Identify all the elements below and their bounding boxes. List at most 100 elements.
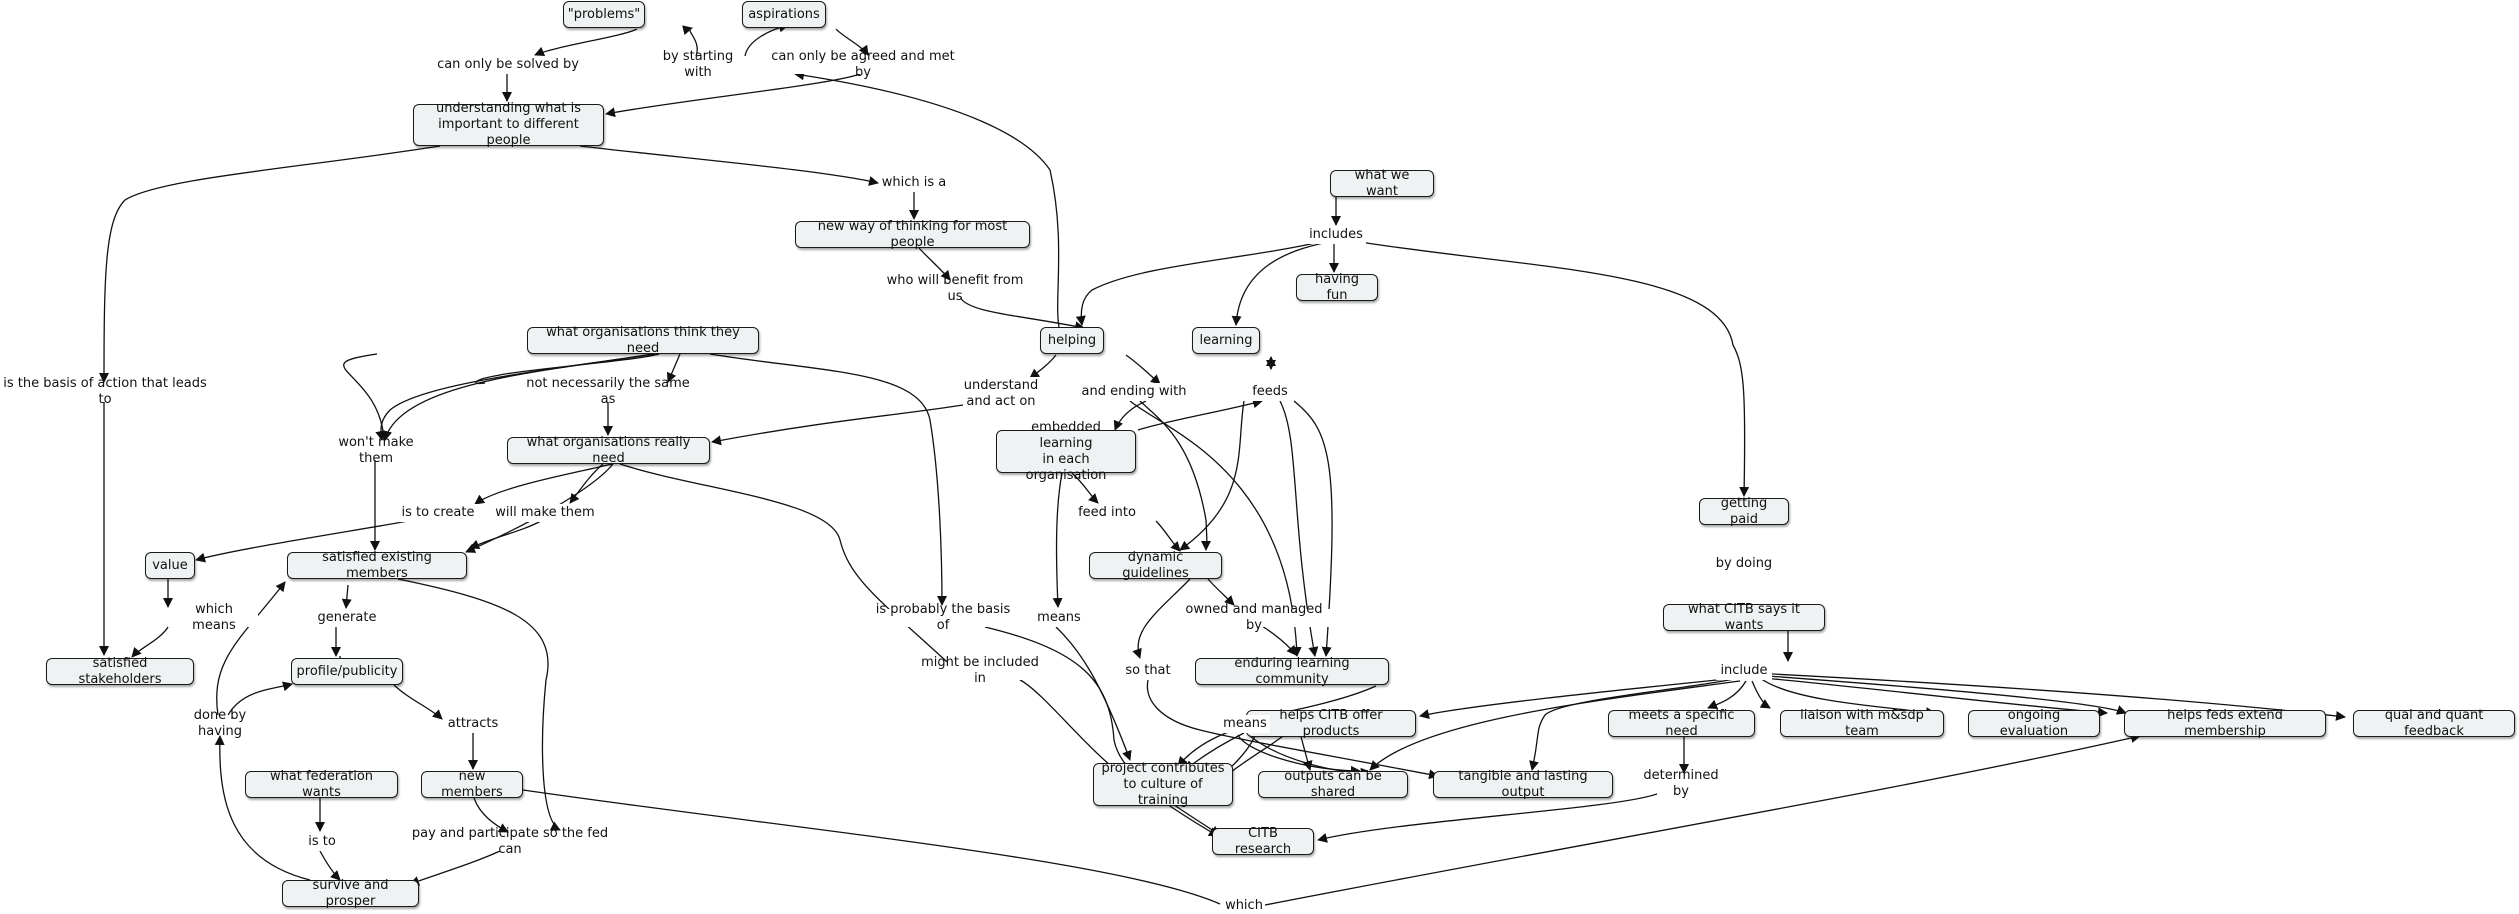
connector-line: [1137, 398, 1263, 431]
connector-line: [1293, 400, 1333, 657]
link-is-to-create[interactable]: is to create: [398, 504, 478, 522]
link-means-1[interactable]: means: [1035, 609, 1083, 627]
connector-line: [569, 463, 604, 504]
connector-line: [473, 797, 509, 833]
concept-ongoing-evaluation[interactable]: ongoing evaluation: [1968, 708, 2100, 739]
concept-learning[interactable]: learning: [1192, 327, 1260, 354]
link-agreed-met-by[interactable]: can only be agreed and met by: [768, 49, 958, 80]
connector-line: [1231, 241, 1329, 326]
concept-value[interactable]: value: [145, 552, 195, 579]
concept-having-fun[interactable]: having fun: [1296, 272, 1378, 303]
link-includes[interactable]: includes: [1306, 226, 1366, 244]
concept-project-contributes[interactable]: project contributes to culture of traini…: [1093, 761, 1233, 808]
link-will-make[interactable]: will make them: [492, 504, 598, 522]
concept-profile-publicity[interactable]: profile/publicity: [291, 658, 403, 685]
link-basis-action[interactable]: is the basis of action that leads to: [0, 376, 210, 407]
connector-line: [682, 25, 698, 57]
concept-survive-prosper[interactable]: survive and prosper: [282, 878, 419, 909]
link-which-means[interactable]: which means: [170, 602, 258, 633]
connector-line: [1019, 679, 1219, 837]
connector-line: [918, 247, 951, 281]
connector-line: [397, 578, 561, 831]
concept-outputs-shared[interactable]: outputs can be shared: [1258, 769, 1408, 800]
link-not-same[interactable]: not necessarily the same as: [521, 376, 695, 407]
connector-line: [666, 353, 681, 383]
connector-line: [1146, 679, 1439, 780]
link-by-doing[interactable]: by doing: [1712, 555, 1776, 573]
concept-dynamic-guidelines[interactable]: dynamic guidelines: [1089, 550, 1222, 581]
concept-embedded[interactable]: embedded learning in each organisation: [996, 420, 1136, 483]
connector-line: [214, 735, 311, 881]
concept-understanding[interactable]: understanding what is important to diffe…: [413, 101, 604, 148]
concept-citb-research[interactable]: CITB research: [1212, 826, 1314, 857]
concept-satisfied-members[interactable]: satisfied existing members: [287, 550, 467, 581]
connector-line: [711, 404, 964, 446]
link-probably-basis[interactable]: is probably the basis of: [868, 602, 1018, 633]
connector-line: [1125, 354, 1161, 385]
concept-getting-paid[interactable]: getting paid: [1699, 496, 1789, 527]
concept-enduring[interactable]: enduring learning community: [1195, 656, 1389, 687]
concept-what-we-want[interactable]: what we want: [1330, 168, 1434, 199]
concept-citb-wants[interactable]: what CITB says it wants: [1663, 602, 1825, 633]
concept-helps-citb[interactable]: helps CITB offer products: [1246, 708, 1416, 739]
concept-aspirations[interactable]: aspirations: [742, 1, 826, 28]
concept-helping[interactable]: helping: [1040, 327, 1104, 354]
link-done-by-having[interactable]: done by having: [170, 708, 270, 739]
concept-orgs-need[interactable]: what organisations really need: [507, 435, 710, 466]
connector-line: [1317, 793, 1658, 843]
connector-line: [579, 145, 879, 186]
connector-line: [1055, 626, 1132, 761]
concept-new-thinking[interactable]: new way of thinking for most people: [795, 219, 1030, 250]
concept-new-members[interactable]: new members: [421, 769, 523, 800]
concept-qual-quant[interactable]: qual and quant feedback: [2353, 708, 2515, 739]
link-is-to[interactable]: is to: [303, 833, 341, 851]
concept-federation-wants[interactable]: what federation wants: [245, 769, 398, 800]
connector-line: [1707, 680, 1747, 710]
link-might-included[interactable]: might be included in: [915, 655, 1045, 686]
connector-line: [1052, 472, 1063, 608]
connector-line: [1529, 677, 1741, 771]
connector-line: [1155, 520, 1181, 552]
connector-line: [1767, 675, 2127, 715]
link-means-2[interactable]: means: [1220, 715, 1270, 733]
link-determined-by[interactable]: determined by: [1633, 768, 1729, 799]
link-starting-with[interactable]: by starting with: [645, 49, 751, 80]
link-attracts[interactable]: attracts: [443, 715, 503, 733]
concept-satisfied-stakeholders[interactable]: satisfied stakeholders: [46, 656, 194, 687]
link-include[interactable]: include: [1716, 662, 1772, 680]
link-generate[interactable]: generate: [315, 609, 379, 627]
link-owned-managed[interactable]: owned and managed by: [1174, 602, 1334, 633]
link-feeds[interactable]: feeds: [1249, 383, 1291, 401]
link-wont-make[interactable]: won't make them: [318, 435, 434, 466]
link-pay-participate[interactable]: pay and participate so the fed can: [404, 826, 616, 857]
connector-line: [534, 28, 638, 57]
link-who-benefit[interactable]: who will benefit from us: [878, 273, 1032, 304]
connector-line: [1075, 241, 1321, 326]
concept-problems[interactable]: "problems": [563, 1, 645, 28]
concept-specific-need[interactable]: meets a specific need: [1608, 708, 1755, 739]
concept-orgs-think[interactable]: what organisations think they need: [527, 325, 759, 356]
link-feed-into[interactable]: feed into: [1075, 504, 1139, 522]
connector-line: [794, 70, 1060, 328]
connector-line: [1237, 734, 1361, 776]
concept-liaison[interactable]: liaison with m&sdp team: [1780, 708, 1944, 739]
connector-line: [195, 520, 409, 563]
concept-helps-feds[interactable]: helps feds extend membership: [2124, 708, 2326, 739]
link-solved-by[interactable]: can only be solved by: [435, 56, 581, 74]
concept-tangible-output[interactable]: tangible and lasting output: [1433, 769, 1613, 800]
connector-line: [1139, 400, 1212, 551]
connector-line: [99, 145, 441, 383]
connector-line: [1179, 400, 1245, 551]
connector-line: [1279, 400, 1319, 657]
connector-line: [1264, 733, 2141, 906]
connector-line: [605, 73, 861, 118]
link-understand-act[interactable]: understand and act on: [963, 377, 1039, 411]
connector-line: [475, 353, 660, 385]
connector-line: [1261, 625, 1297, 656]
link-so-that[interactable]: so that: [1120, 662, 1176, 680]
link-and-ending[interactable]: and ending with: [1079, 383, 1189, 401]
link-which[interactable]: which: [1223, 897, 1265, 914]
connector-line: [522, 789, 1221, 905]
link-which-is-a[interactable]: which is a: [879, 174, 949, 192]
